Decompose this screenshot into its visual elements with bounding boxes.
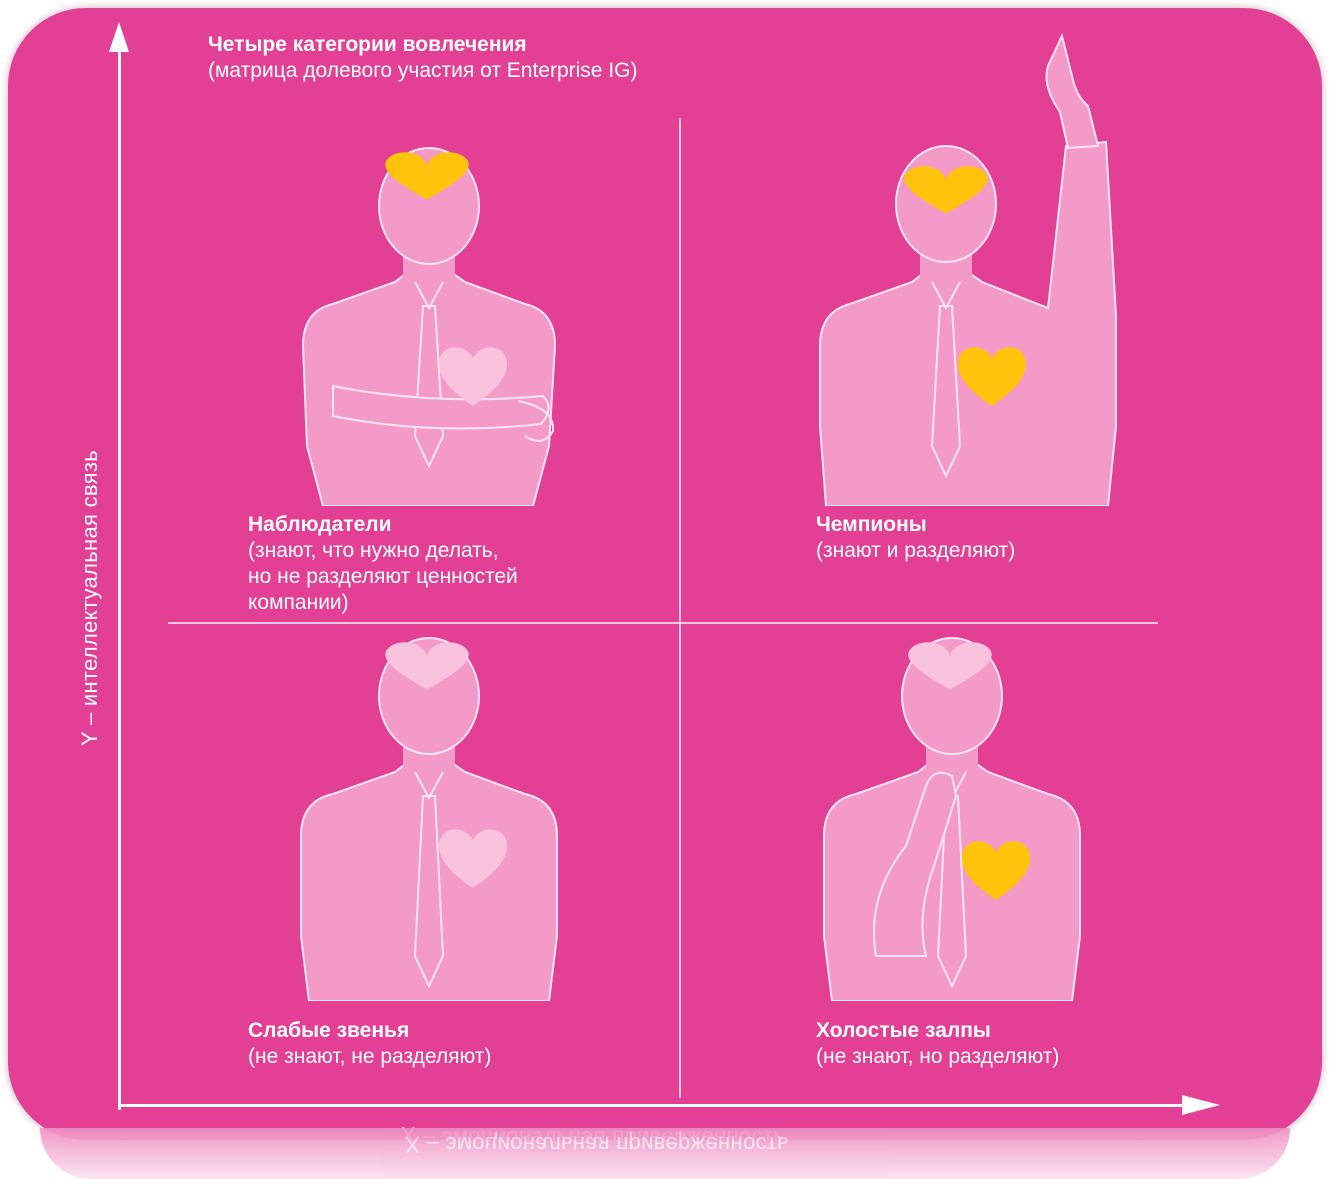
- champion-figure: [816, 16, 1146, 506]
- quadrant-title: Чемпионы: [816, 512, 1015, 538]
- vertical-divider: [679, 118, 681, 1098]
- x-axis-arrow: [1182, 1095, 1220, 1115]
- quadrant-misfires: Холостые залпы (не знают, но разделяют): [816, 1018, 1059, 1070]
- quadrant-observers: Наблюдатели (знают, что нужно делать, но…: [248, 512, 518, 616]
- quadrant-title: Слабые звенья: [248, 1018, 491, 1044]
- diagram-title: Четыре категории вовлечения: [208, 32, 638, 58]
- reflection: X – эмоциональная приверженность: [40, 1128, 1290, 1179]
- quadrant-description: (не знают, не разделяют): [248, 1044, 491, 1070]
- quadrant-description: (не знают, но разделяют): [816, 1044, 1059, 1070]
- y-axis-line: [118, 48, 121, 1110]
- diagram-subtitle: (матрица долевого участия от Enterprise …: [208, 58, 638, 84]
- quadrant-description: (знают, что нужно делать, но не разделяю…: [248, 538, 518, 616]
- title-block: Четыре категории вовлечения (матрица дол…: [208, 32, 638, 84]
- misfire-figure: [816, 636, 1088, 1001]
- observer-figure: [293, 146, 565, 506]
- reflection-x-axis-label: X – эмоциональная приверженность: [405, 1131, 789, 1157]
- quadrant-title: Наблюдатели: [248, 512, 518, 538]
- quadrant-champions: Чемпионы (знают и разделяют): [816, 512, 1015, 564]
- weak-link-figure: [293, 636, 565, 1001]
- x-axis-line: [118, 1104, 1198, 1107]
- quadrant-title: Холостые залпы: [816, 1018, 1059, 1044]
- quadrant-weak-links: Слабые звенья (не знают, не разделяют): [248, 1018, 491, 1070]
- quadrant-description: (знают и разделяют): [816, 538, 1015, 564]
- y-axis-label: Y – интеллектуальная связь: [77, 450, 103, 746]
- y-axis-arrow: [109, 22, 129, 52]
- horizontal-divider: [168, 622, 1158, 624]
- diagram-card: Четыре категории вовлечения (матрица дол…: [8, 8, 1322, 1140]
